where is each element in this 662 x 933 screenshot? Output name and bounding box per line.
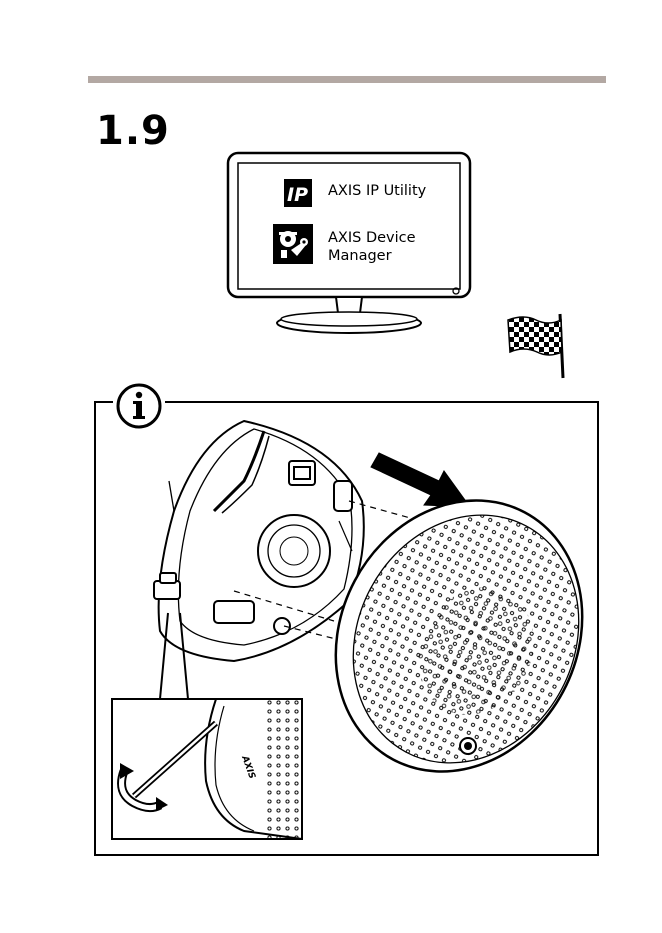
camera-illustration: AXIS: [94, 401, 599, 856]
app-label-ip-utility: AXIS IP Utility: [328, 182, 426, 200]
monitor: IP AXIS IP Utility AXIS Device Manager: [226, 151, 472, 341]
section-rule: [88, 76, 606, 83]
svg-text:IP: IP: [287, 184, 308, 206]
device-manager-text: AXIS Device Manager: [328, 230, 416, 264]
device-manager-icon: [273, 224, 313, 264]
step-number: 1.9: [96, 108, 170, 154]
app-label-device-manager: AXIS Device Manager: [328, 229, 416, 265]
ip-utility-icon: IP: [284, 179, 312, 207]
detail-inset: AXIS: [112, 699, 304, 839]
checkered-flag-icon: [504, 312, 570, 382]
direction-arrow: [371, 453, 470, 507]
camera-base: [154, 421, 364, 661]
